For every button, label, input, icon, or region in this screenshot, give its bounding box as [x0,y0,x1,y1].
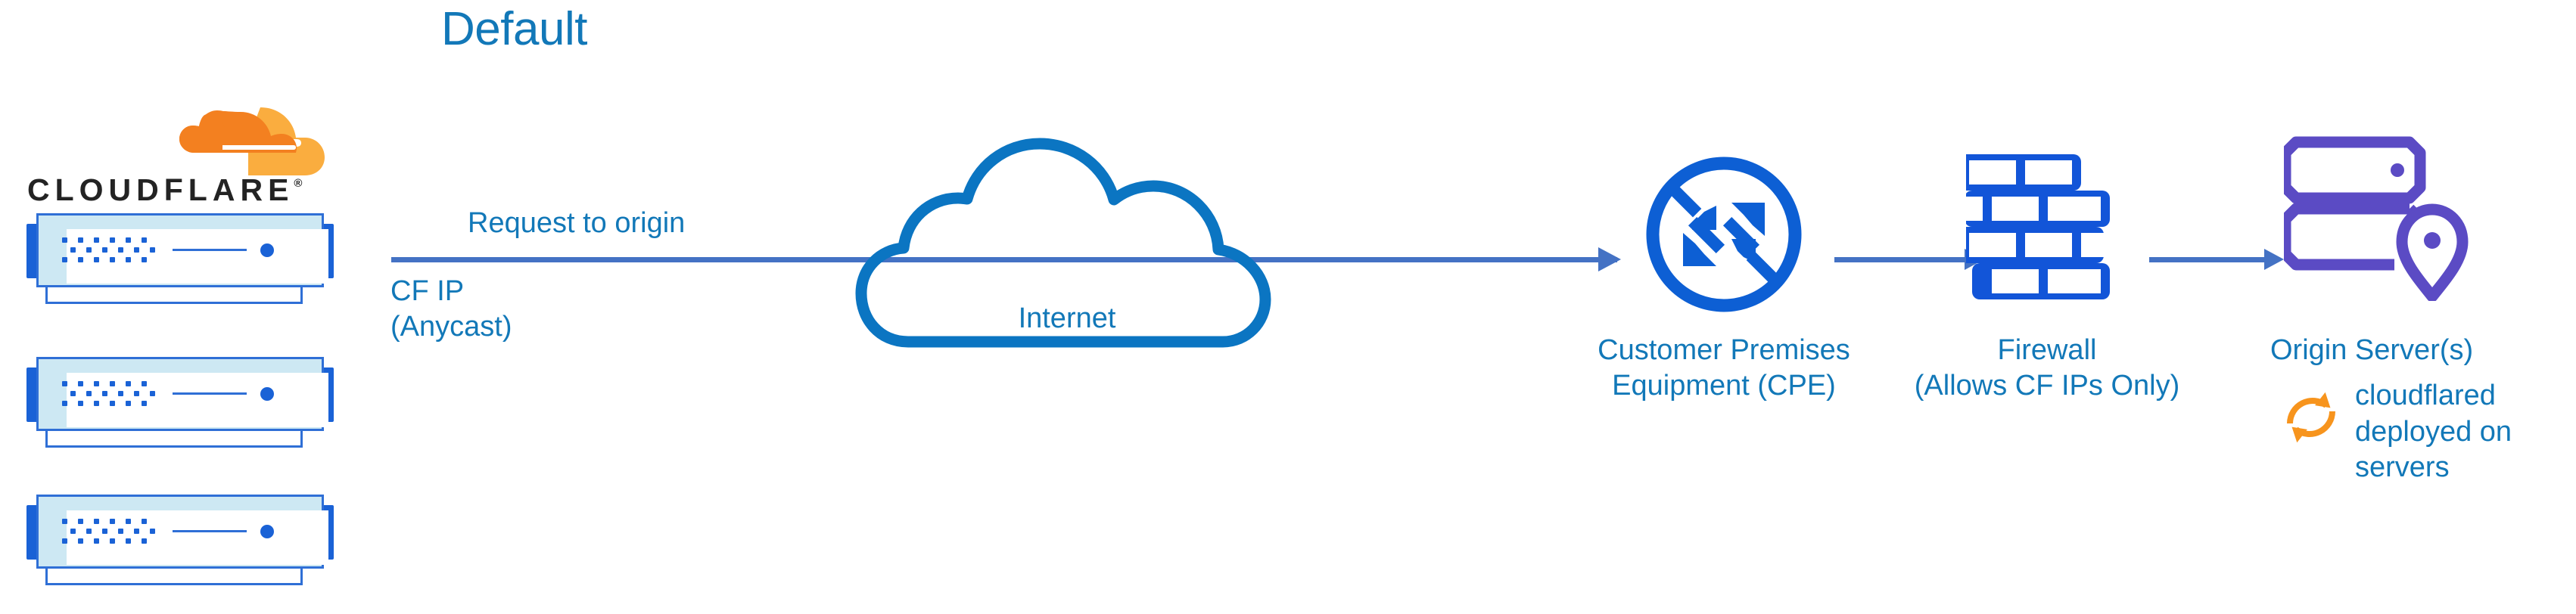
server-status-led [260,525,274,538]
cloudflare-brand-block: CLOUDFLARE® [27,98,345,212]
edge-server-unit [21,210,339,307]
server-indicator-line [173,530,247,532]
request-to-origin-label: Request to origin [468,207,686,239]
connector-cpe-to-firewall [1834,257,1971,262]
cf-ip-anycast-label: CF IP (Anycast) [390,274,512,345]
cloudflare-cloud-logo-icon [176,100,327,178]
cloudflared-line-2: deployed on [2355,415,2512,448]
wordmark-text: CLOUDFLARE [27,172,294,207]
brick-wall-icon [1958,144,2125,302]
cloudflare-wordmark: CLOUDFLARE® [27,172,302,208]
cloud-icon [848,106,1286,348]
arrowhead-icon [2264,249,2284,270]
cloudflared-line-3: servers [2355,451,2450,483]
server-frame [36,213,328,287]
server-port-grid-icon [62,237,156,263]
cf-ip-line-1: CF IP [390,275,465,307]
flow-connector-line [391,257,1617,262]
flow-arrowhead-icon [1598,247,1621,271]
server-rack-location-pin-icon [2279,135,2473,302]
cpe-label-line-2: Equipment (CPE) [1612,370,1836,402]
server-port-grid-icon [62,519,156,544]
edge-server-unit [21,492,339,588]
router-four-arrows-icon [1641,151,1807,318]
origin-server-label: Origin Server(s) [2270,334,2474,366]
cloudflared-text: cloudflared deployed on servers [2355,378,2567,486]
server-port-grid-icon [62,381,156,407]
cf-ip-line-2: (Anycast) [390,311,512,343]
cpe-label: Customer Premises Equipment (CPE) [1489,333,1958,404]
connector-firewall-to-origin [2149,257,2270,262]
internet-label: Internet [1018,302,1116,334]
cloudflared-note: cloudflared deployed on servers [2279,378,2574,522]
server-indicator-line [173,392,247,395]
sync-refresh-icon [2279,386,2343,449]
edge-server-unit [21,354,339,451]
server-status-led [260,387,274,401]
firewall-label: Firewall (Allows CF IPs Only) [1846,333,2248,404]
diagram-title: Default [441,3,587,55]
server-indicator-line [173,249,247,251]
firewall-label-line-2: (Allows CF IPs Only) [1914,370,2180,402]
firewall-label-line-1: Firewall [1997,334,2097,366]
cpe-label-line-1: Customer Premises [1598,334,1850,366]
server-status-led [260,243,274,257]
registered-trademark-icon: ® [294,177,303,190]
cloudflared-line-1: cloudflared [2355,380,2496,411]
